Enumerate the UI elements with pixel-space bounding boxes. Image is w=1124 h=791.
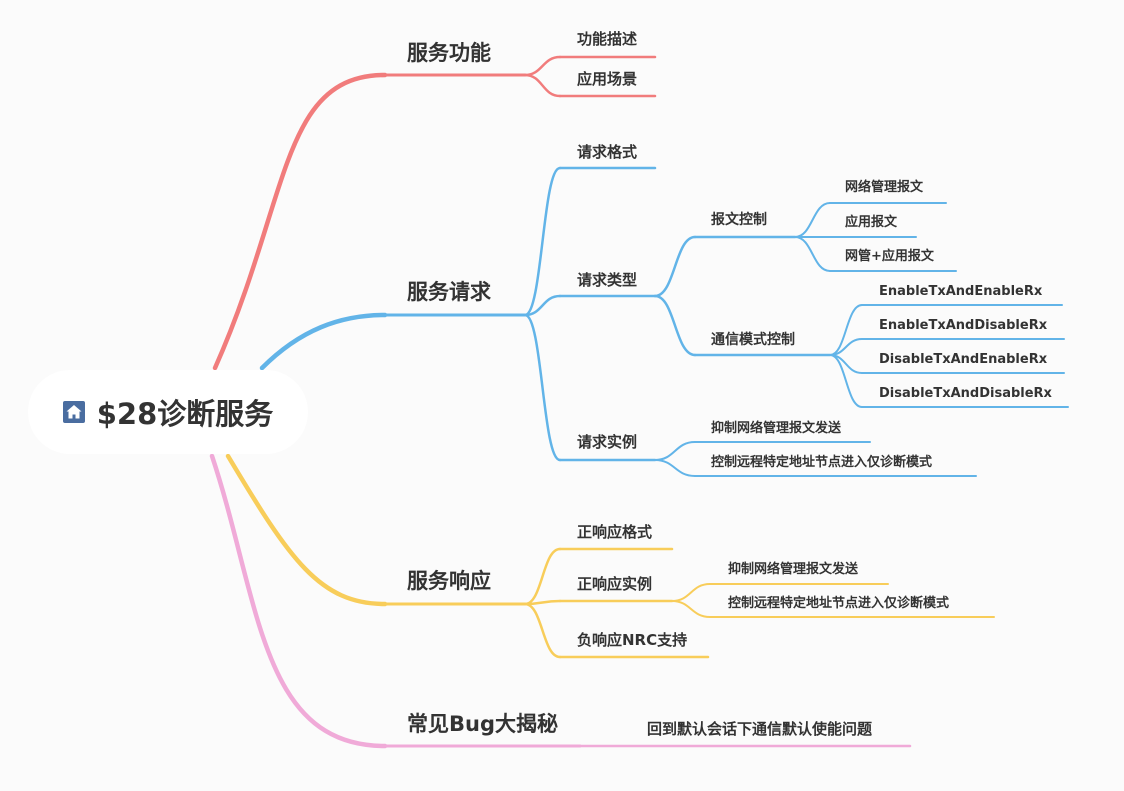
node-request-example-diag-only[interactable]: 控制远程特定地址节点进入仅诊断模式 <box>711 455 933 470</box>
node-request-types[interactable]: 请求类型 <box>577 271 638 289</box>
root-title: $28诊断服务 <box>96 397 274 431</box>
node-communication-mode-control[interactable]: 通信模式控制 <box>711 332 795 348</box>
connector-response-example-diag-only <box>671 600 711 618</box>
node-enable-tx-disable-rx[interactable]: EnableTxAndDisableRx <box>879 318 1048 333</box>
node-request-format[interactable]: 请求格式 <box>577 143 638 161</box>
connector-request-format <box>523 166 562 317</box>
node-enable-tx-enable-rx[interactable]: EnableTxAndEnableRx <box>879 284 1043 299</box>
node-request-example-suppress-nm[interactable]: 抑制网络管理报文发送 <box>711 421 842 436</box>
node-response-example-diag-only[interactable]: 控制远程特定地址节点进入仅诊断模式 <box>728 596 950 611</box>
connector-positive-response-format <box>523 547 562 606</box>
connector-request-example-suppress-nm <box>654 441 696 461</box>
connector-root-response <box>225 453 388 607</box>
connector-request-example-diag-only <box>654 459 696 477</box>
node-nm-app-message[interactable]: 网管+应用报文 <box>845 249 934 264</box>
node-application-scenario[interactable]: 应用场景 <box>577 70 638 88</box>
connector-request-types <box>523 294 562 317</box>
home-icon <box>62 401 85 423</box>
node-nm-message[interactable]: 网络管理报文 <box>845 180 924 195</box>
connector-root-function <box>212 72 388 371</box>
connector-root-request <box>259 312 388 371</box>
node-request-examples[interactable]: 请求实例 <box>577 433 638 451</box>
node-negative-response-nrc[interactable]: 负响应NRC支持 <box>577 631 688 649</box>
node-app-message[interactable]: 应用报文 <box>845 215 898 230</box>
connector-function-description <box>523 55 562 77</box>
connector-negative-response-nrc <box>523 602 562 659</box>
connector-application-scenario <box>523 73 562 98</box>
connector-root-bugs <box>209 453 388 749</box>
connector-message-control <box>653 235 697 298</box>
branch-service-response[interactable]: 服务响应 <box>407 569 491 593</box>
node-disable-tx-disable-rx[interactable]: DisableTxAndDisableRx <box>879 386 1052 401</box>
connector-communication-mode-control <box>653 294 697 357</box>
node-positive-response-format[interactable]: 正响应格式 <box>577 523 653 541</box>
node-disable-tx-enable-rx[interactable]: DisableTxAndEnableRx <box>879 352 1048 367</box>
node-response-example-suppress-nm[interactable]: 抑制网络管理报文发送 <box>728 562 859 577</box>
connector-response-example-suppress-nm <box>671 583 711 602</box>
connector-nm-app-message <box>794 236 831 272</box>
branch-common-bugs[interactable]: 常见Bug大揭秘 <box>407 712 558 736</box>
node-default-session-comm-issue[interactable]: 回到默认会话下通信默认使能问题 <box>647 720 873 738</box>
root-node[interactable]: $28诊断服务 <box>28 370 308 454</box>
branch-service-function[interactable]: 服务功能 <box>407 41 491 65</box>
branch-service-request[interactable]: 服务请求 <box>407 280 491 304</box>
connector-request-examples <box>523 313 562 462</box>
node-function-description[interactable]: 功能描述 <box>577 30 638 48</box>
connector-disable-tx-disable-rx <box>829 354 863 408</box>
node-message-control[interactable]: 报文控制 <box>711 212 767 228</box>
connector-nm-message <box>794 202 831 238</box>
node-positive-response-examples[interactable]: 正响应实例 <box>577 575 653 593</box>
